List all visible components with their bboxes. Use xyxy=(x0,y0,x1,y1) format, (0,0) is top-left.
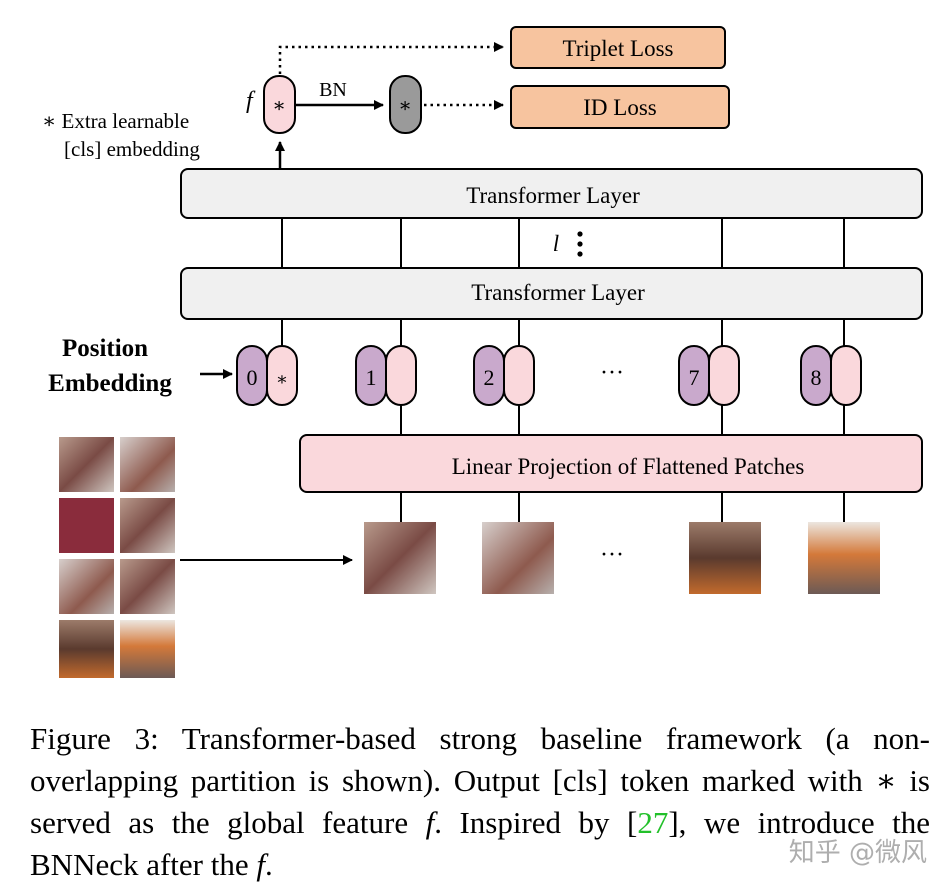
cls-note-line1: ∗ Extra learnable xyxy=(42,109,189,133)
watermark: 知乎 @微风 xyxy=(788,838,927,868)
transformer-layer-bottom xyxy=(180,267,923,320)
token-1: 1 xyxy=(355,345,417,406)
projection-connectors xyxy=(400,405,845,435)
figure-caption: Figure 3: Transformer-based strong basel… xyxy=(30,718,930,886)
caption-text-4: . xyxy=(265,847,273,882)
transformer-layer-top xyxy=(180,168,923,219)
token-index-1: 1 xyxy=(366,365,377,390)
token-index-2: 2 xyxy=(484,365,495,390)
token-7: 7 xyxy=(678,345,740,406)
triplet-loss-box xyxy=(510,26,726,69)
caption-text-1: Figure 3: Transformer-based strong basel… xyxy=(30,721,930,840)
f-label: f xyxy=(246,88,256,114)
id-loss-label: ID Loss xyxy=(583,95,657,120)
id-loss-box xyxy=(510,85,730,129)
caption-text-3: ], we introduce the BNNeck after the xyxy=(30,805,930,882)
position-embedding-label-2: Embedding xyxy=(48,370,172,397)
vertical-ellipsis-icon xyxy=(577,231,583,257)
patch-ellipsis: ··· xyxy=(600,542,624,568)
linear-projection-label: Linear Projection of Flattened Patches xyxy=(452,454,805,479)
cls-output-token xyxy=(263,75,296,134)
bn-label: BN xyxy=(319,79,347,101)
patch-image-2 xyxy=(482,522,554,594)
bn-token xyxy=(389,75,422,134)
patch-image-8 xyxy=(808,522,880,594)
input-image-patches xyxy=(59,437,175,678)
linear-projection-box xyxy=(299,434,923,493)
patch-image-7 xyxy=(689,522,761,594)
layer-connectors xyxy=(281,218,845,268)
token-index-7: 7 xyxy=(689,365,700,390)
token-connectors xyxy=(281,319,845,346)
layer-count-label: l xyxy=(553,231,559,256)
caption-f-1: f xyxy=(425,805,435,840)
caption-f-2: f xyxy=(256,847,265,882)
dotted-arrow-triplet xyxy=(278,42,504,74)
transformer-layer-top-label: Transformer Layer xyxy=(466,183,640,208)
caption-citation-link[interactable]: 27 xyxy=(637,805,669,840)
token-index-8: 8 xyxy=(811,365,822,390)
architecture-diagram: Triplet Loss ID Loss f ∗ BN ∗ ∗ Extra le… xyxy=(42,26,923,678)
transformer-layer-bottom-label: Transformer Layer xyxy=(471,280,645,305)
token-8: 8 xyxy=(800,345,862,406)
bn-token-star: ∗ xyxy=(398,95,412,117)
token-index-0: 0 xyxy=(247,365,258,390)
token-cls: 0 ∗ xyxy=(236,345,298,406)
cls-note-line2: [cls] embedding xyxy=(64,137,200,161)
patch-connectors xyxy=(400,492,845,522)
token-2: 2 xyxy=(473,345,535,406)
caption-text-2: . Inspired by [ xyxy=(434,805,638,840)
patch-image-1 xyxy=(364,522,436,594)
token-cls-star: ∗ xyxy=(276,369,288,389)
cls-output-star: ∗ xyxy=(272,95,286,117)
triplet-loss-label: Triplet Loss xyxy=(563,36,674,61)
position-embedding-label-1: Position xyxy=(62,335,148,362)
token-ellipsis: ··· xyxy=(600,360,624,386)
